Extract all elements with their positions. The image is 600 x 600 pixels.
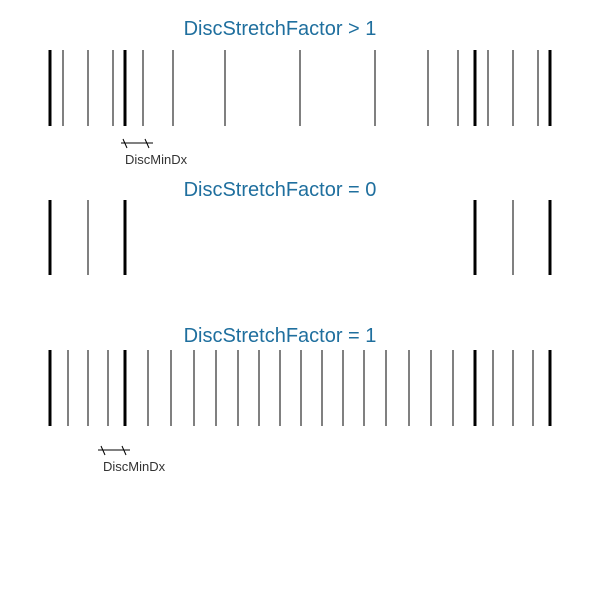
panel-eq1-lines [48, 350, 552, 426]
dimension-tick-left [100, 445, 106, 456]
panel-gt1-title: DiscStretchFactor > 1 [183, 18, 377, 40]
dimension-tick-right [121, 445, 127, 456]
dimension-tick-right [144, 138, 150, 149]
panel-eq0-lines [48, 200, 552, 275]
panel-eq1-dimension-label: DiscMinDx [103, 459, 166, 474]
panel-gt1-dimension-label: DiscMinDx [125, 152, 188, 167]
dimension-tick-left [122, 138, 128, 149]
panel-eq0-title: DiscStretchFactor = 0 [183, 179, 377, 201]
panel-gt1-dimension-marker [121, 138, 153, 149]
panel-eq1-dimension-marker [98, 445, 130, 456]
panel-eq1-title: DiscStretchFactor = 1 [183, 325, 377, 347]
panel-gt1-lines [48, 50, 552, 126]
